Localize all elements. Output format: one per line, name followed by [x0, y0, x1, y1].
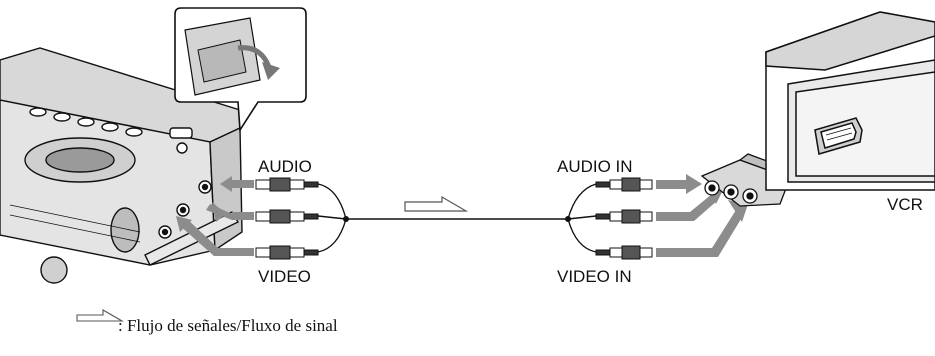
label-vcr: VCR	[887, 195, 923, 214]
left-rca-plugs	[255, 177, 319, 260]
legend-hollow-arrow-icon	[76, 309, 125, 322]
scart-socket	[814, 117, 863, 155]
right-rca-plugs	[595, 177, 653, 260]
left-plug-audio-top	[255, 177, 319, 192]
label-video: VIDEO	[258, 267, 311, 286]
legend-text: : Flujo de señales/Fluxo de sinal	[118, 316, 338, 335]
cable	[317, 183, 597, 253]
label-audio-in: AUDIO IN	[557, 157, 633, 176]
camcorder-arrows	[176, 176, 254, 256]
right-plug-video	[595, 245, 653, 260]
zoom-callout	[174, 7, 307, 133]
vcr-illustration	[765, 11, 935, 191]
cable-junction-right	[565, 216, 571, 222]
label-video-in: VIDEO IN	[557, 267, 632, 286]
right-plug-audio-top	[595, 177, 653, 192]
cable-junction-left	[343, 216, 349, 222]
right-plug-audio-bottom	[595, 209, 653, 224]
label-audio: AUDIO	[258, 157, 312, 176]
hollow-arrow-icon	[404, 195, 469, 212]
left-plug-video	[255, 245, 319, 260]
left-plug-audio-bottom	[255, 209, 319, 224]
